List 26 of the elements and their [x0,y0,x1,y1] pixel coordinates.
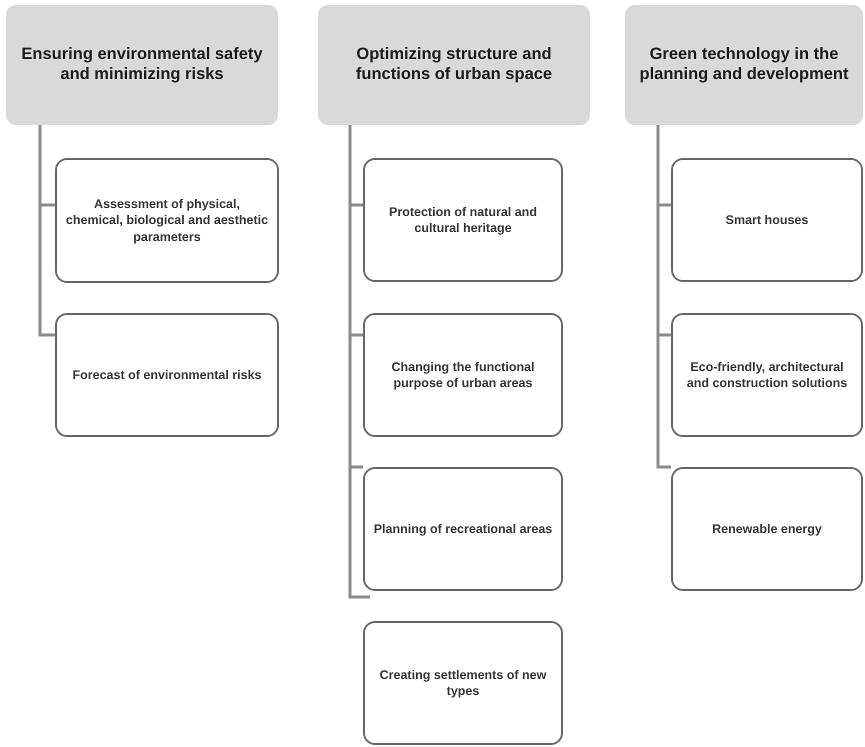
node-text: Changing the functional purpose of urban areas [390,358,536,392]
node-text: Renewable energy [712,520,822,538]
connector-line [38,125,55,336]
category-header [318,5,590,125]
item-box [363,467,563,591]
node-text: Ensuring environmental safety and minimizing risks [20,45,264,85]
category-header [6,5,278,125]
item-box [671,313,863,437]
node-text: Smart houses [726,212,808,228]
node-text: Eco-friendly, architectural and construction solutions [686,358,848,392]
item-box [55,158,279,283]
node-text: Forecast of environmental risks [72,366,262,384]
item-box [671,467,863,591]
node-text: Planning of recreational areas [374,520,552,538]
node-text: Creating settlements of new types [378,666,548,700]
connector-line [656,125,671,468]
node-text: Green technology in the planning and development [638,45,850,85]
item-box [363,313,563,437]
node-text: Optimizing structure and functions of urban space [354,45,554,85]
node-text: Assessment of physical, chemical, biological and aesthetic parameters [65,196,269,245]
item-box [671,158,863,282]
item-box [363,621,563,745]
category-header [625,5,863,125]
item-box [55,313,279,437]
node-text: Protection of natural and cultural heritage [388,204,538,236]
item-box [363,158,563,282]
